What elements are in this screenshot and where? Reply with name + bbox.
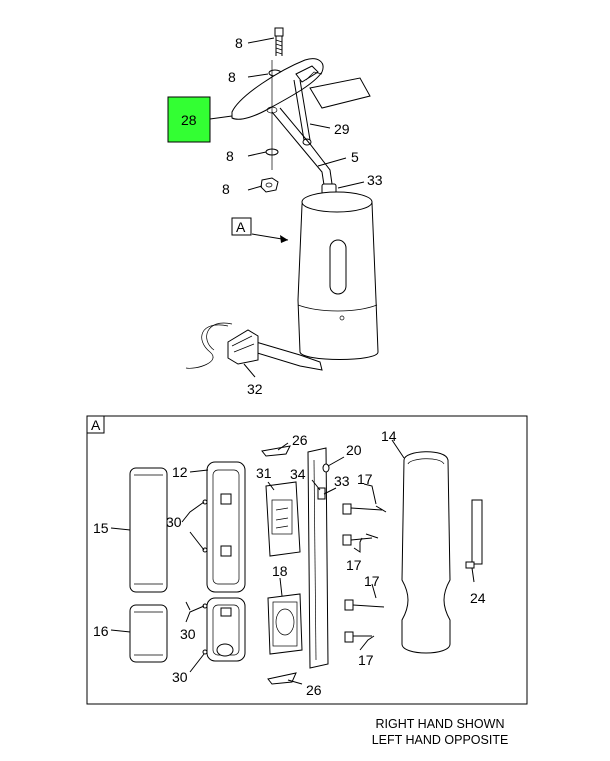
callout-a-detail: A <box>91 417 101 433</box>
rear-housing-cover <box>401 451 451 654</box>
nut-icon <box>260 177 279 193</box>
mirror-frame <box>206 461 246 662</box>
spot-mirror <box>295 65 371 109</box>
mounting-bracket <box>231 58 324 120</box>
callout-29: 29 <box>334 121 350 137</box>
mirror-assembly <box>185 27 379 371</box>
mirror-glass-large <box>129 467 168 593</box>
callout-20: 20 <box>346 442 362 458</box>
callout-32: 32 <box>247 381 263 397</box>
callout-5: 5 <box>351 149 359 165</box>
housing-back-channel <box>307 447 329 669</box>
leader-lines-detail <box>110 439 475 685</box>
callout-14: 14 <box>381 428 397 444</box>
main-mirror-housing <box>297 191 379 360</box>
callout-24: 24 <box>470 590 486 606</box>
callout-28[interactable]: 28 <box>181 112 197 128</box>
fastener-icon <box>342 503 387 643</box>
callout-8: 8 <box>222 181 230 197</box>
highlight-box-28[interactable] <box>167 96 211 143</box>
actuator-plate-lower <box>267 593 303 655</box>
retainer-clip-bottom <box>267 672 297 685</box>
callout-31: 31 <box>256 465 272 481</box>
retainer-clip-top <box>261 445 291 457</box>
support-strut <box>293 79 305 141</box>
grommet-icon <box>322 463 330 473</box>
callout-18: 18 <box>272 563 288 579</box>
callout-16: 16 <box>93 623 109 639</box>
detail-view-a-label-box <box>86 415 105 434</box>
orientation-note-line1: RIGHT HAND SHOWN <box>375 717 505 731</box>
detail-view-a-frame <box>86 415 528 705</box>
detail-parts <box>129 445 483 685</box>
callout-17: 17 <box>357 471 373 487</box>
callout-33: 33 <box>334 473 350 489</box>
orientation-note-line2: LEFT HAND OPPOSITE <box>371 733 509 747</box>
callout-17: 17 <box>364 573 380 589</box>
callout-26: 26 <box>292 432 308 448</box>
mirror-glass-small <box>129 604 168 663</box>
callout-34: 34 <box>290 466 306 482</box>
callout-17: 17 <box>358 652 374 668</box>
view-a-label-box <box>231 217 252 236</box>
actuator-plate-upper <box>265 481 301 557</box>
callout-33: 33 <box>367 172 383 188</box>
leader-lines-top <box>209 37 365 378</box>
callout-15: 15 <box>93 520 109 536</box>
callout-8: 8 <box>235 35 243 51</box>
callout-26: 26 <box>306 682 322 698</box>
callout-30: 30 <box>180 626 196 642</box>
callout-30: 30 <box>172 669 188 685</box>
callout-17: 17 <box>346 557 362 573</box>
callout-8: 8 <box>228 69 236 85</box>
support-arm <box>471 499 483 565</box>
bolt-icon <box>274 27 284 56</box>
lower-mount-base <box>185 322 323 371</box>
callout-8: 8 <box>226 148 234 164</box>
callout-30: 30 <box>166 514 182 530</box>
callout-12: 12 <box>172 464 188 480</box>
callout-a: A <box>236 219 246 235</box>
